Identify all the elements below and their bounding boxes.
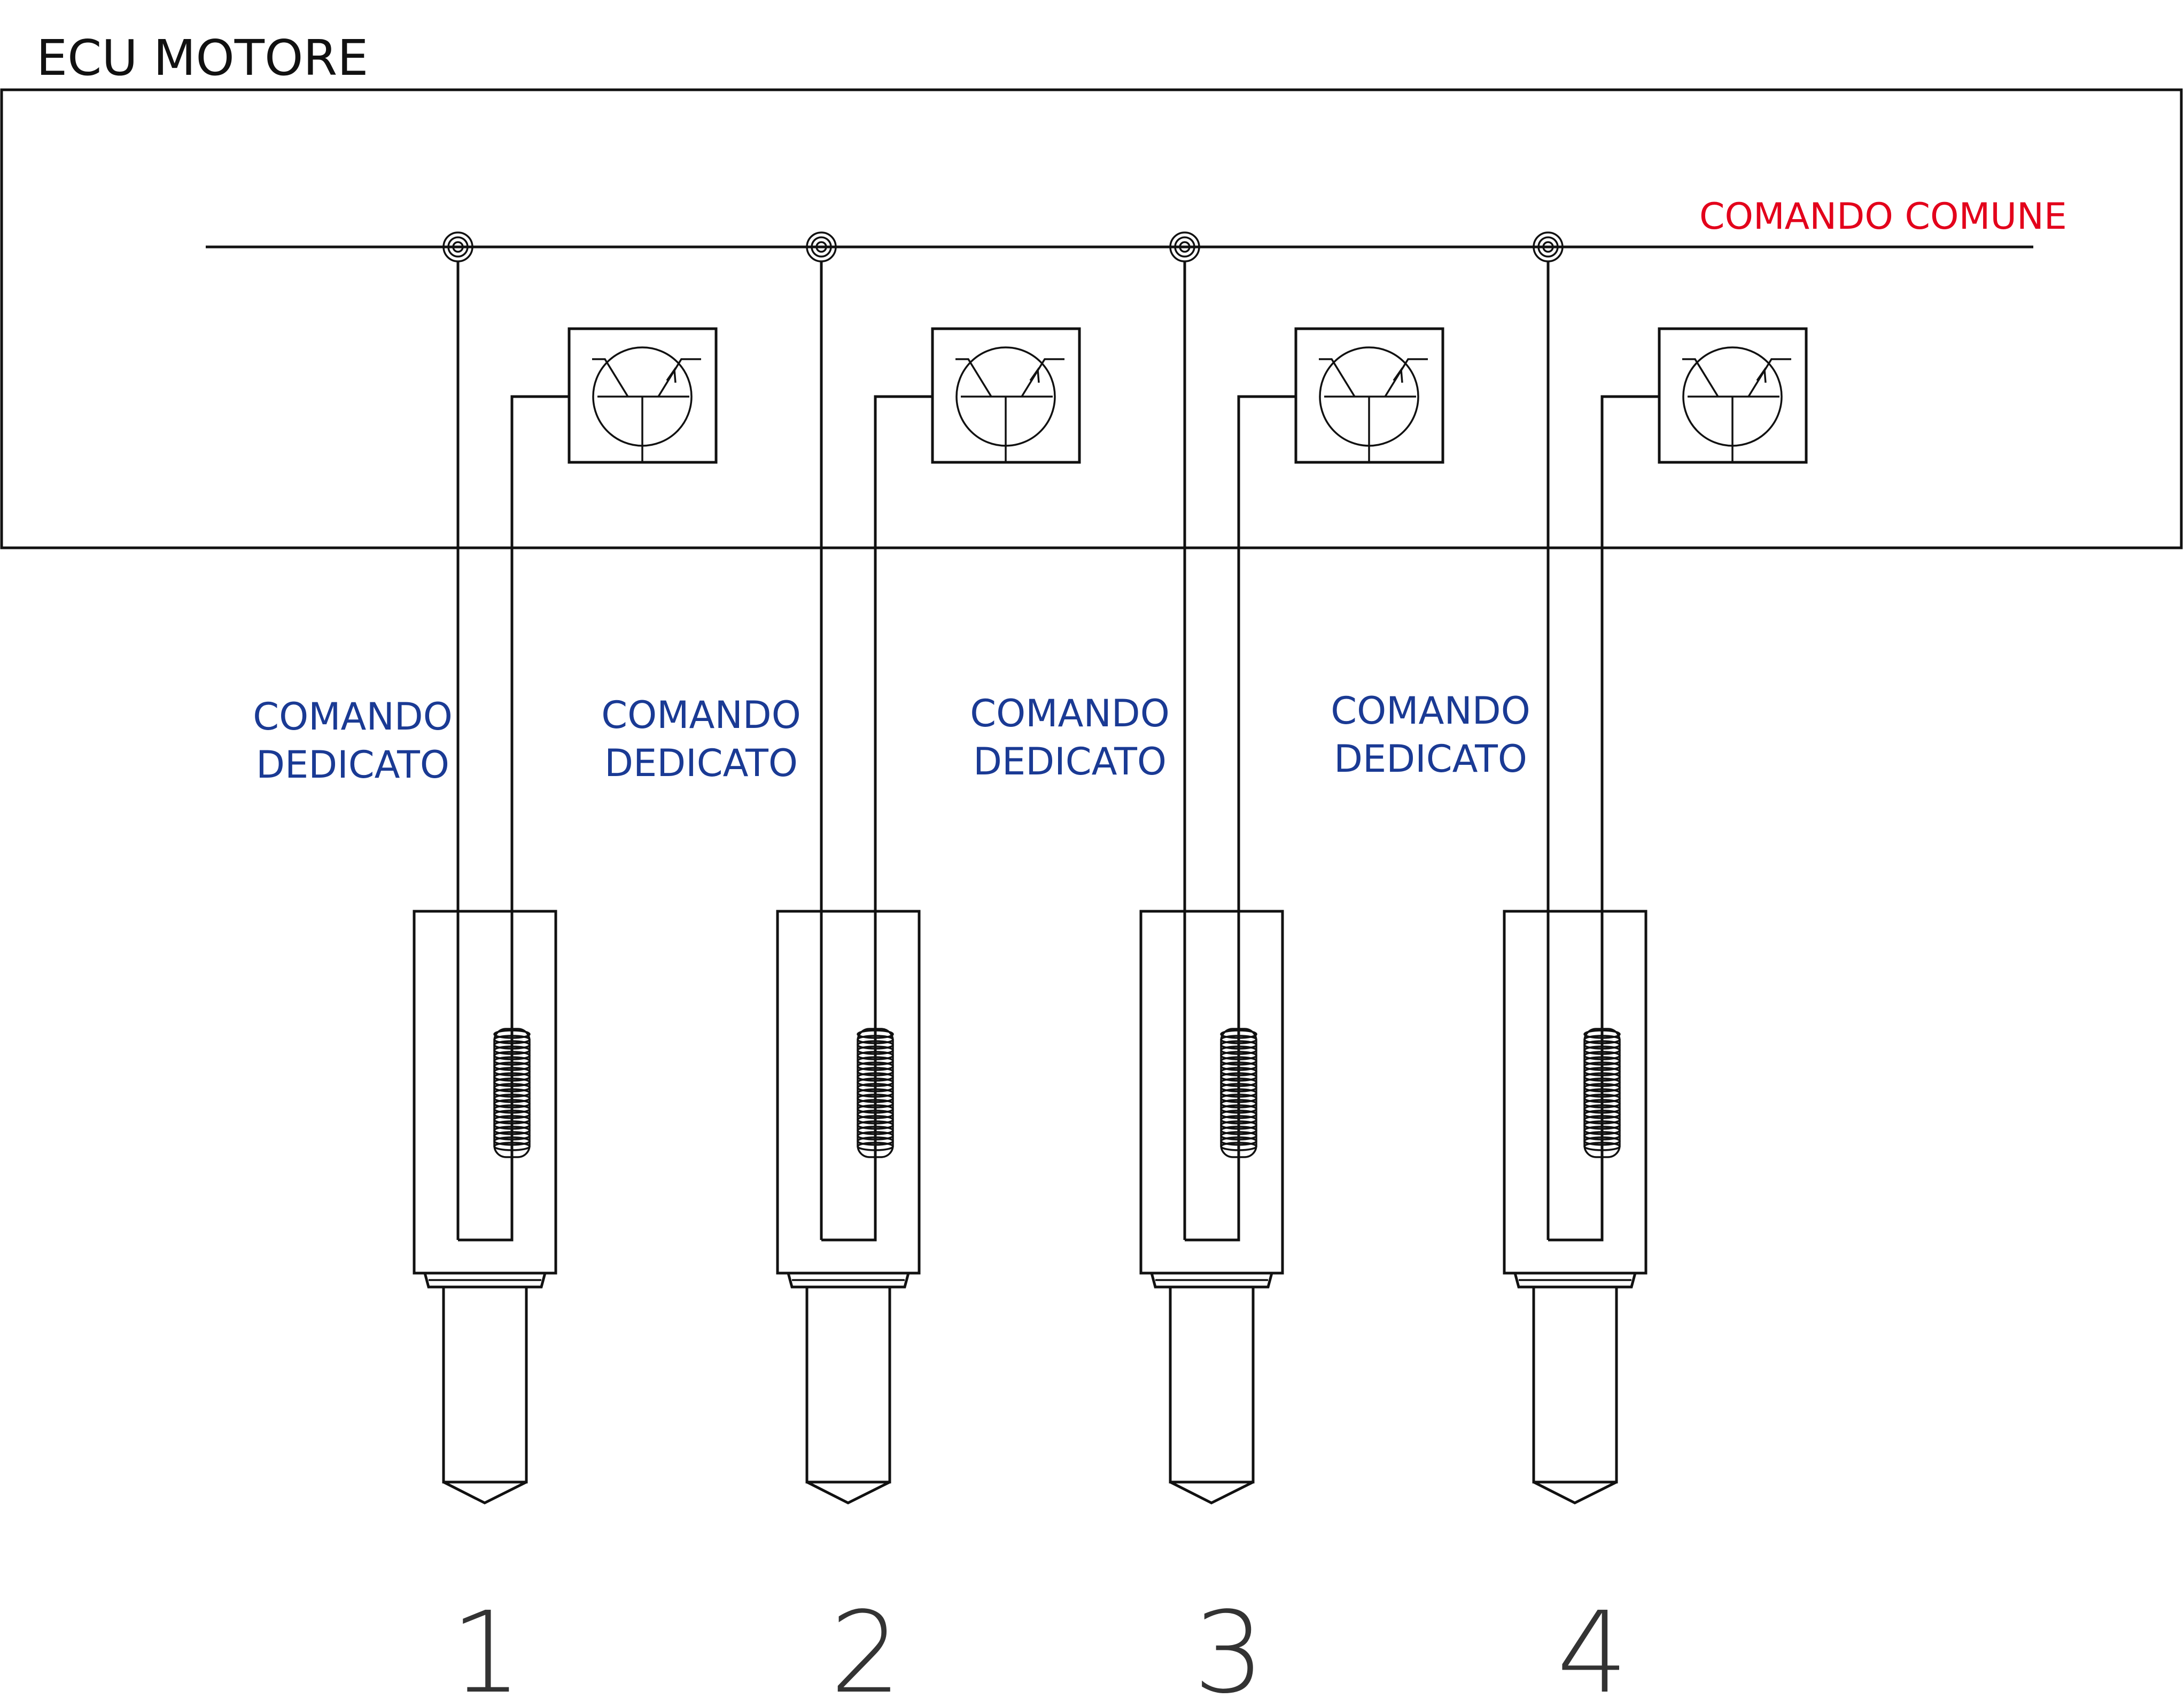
injector-tip xyxy=(1169,1480,1254,1505)
solenoid-coil-outline xyxy=(1220,1028,1257,1158)
injector-tip xyxy=(1533,1480,1618,1505)
dedicated-command-label-2-line1: COMANDO xyxy=(601,693,801,737)
transistor-collector xyxy=(592,358,629,397)
injector-number-2: 2 xyxy=(830,1587,901,1698)
bus-junction-center xyxy=(452,241,464,253)
injector-channel-4 xyxy=(1503,231,1808,1505)
bus-junction-center xyxy=(1542,241,1554,253)
bus-junction-center xyxy=(1179,241,1191,253)
emitter-arrow-icon xyxy=(1029,367,1040,383)
injector-body xyxy=(776,910,921,1275)
transistor-collector xyxy=(1319,358,1356,397)
solenoid-coil-outline xyxy=(1583,1028,1621,1158)
dedicated-wire xyxy=(458,395,569,1242)
injector-tip xyxy=(442,1480,527,1505)
emitter-arrow-icon xyxy=(666,367,677,383)
dedicated-command-label-1-line1: COMANDO xyxy=(253,695,453,739)
common-command-label: COMANDO COMUNE xyxy=(1699,196,2067,238)
emitter-arrow-icon xyxy=(1393,367,1403,383)
solenoid-coil-turn xyxy=(493,1029,531,1039)
emitter-arrow-icon xyxy=(1756,367,1767,383)
bus-junction-ring xyxy=(1174,236,1195,258)
injector-body xyxy=(1503,910,1647,1275)
solenoid-coil-outline xyxy=(857,1028,894,1158)
transistor-collector xyxy=(955,358,992,397)
dedicated-command-label-3-line2: DEDICATO xyxy=(973,740,1167,784)
injector-channel-2 xyxy=(776,231,1081,1505)
transistor-emitter xyxy=(657,358,701,397)
injector-body xyxy=(1139,910,1284,1275)
dedicated-command-label-3-line1: COMANDO xyxy=(970,692,1170,735)
dedicated-wire xyxy=(1185,395,1296,1242)
transistor-collector xyxy=(1682,358,1719,397)
transistor-emitter xyxy=(1021,358,1064,397)
dedicated-command-label-1-line2: DEDICATO xyxy=(256,743,449,787)
injector-channel-3 xyxy=(1139,231,1444,1505)
injector-nozzle xyxy=(1532,1285,1618,1484)
bus-junction-ring xyxy=(1537,236,1559,258)
bus-junction-ring xyxy=(447,236,469,258)
solenoid-coil-turn xyxy=(1220,1029,1257,1039)
injector-number-1: 1 xyxy=(450,1587,522,1698)
transistor-emitter xyxy=(1747,358,1791,397)
injector-nozzle xyxy=(442,1285,528,1484)
bus-junction-center xyxy=(815,241,827,253)
ecu-box xyxy=(0,88,2183,549)
injector-tip xyxy=(806,1480,891,1505)
injector-body xyxy=(413,910,557,1275)
injector-number-3: 3 xyxy=(1193,1587,1265,1698)
solenoid-coil-outline xyxy=(493,1028,531,1158)
injector-nozzle xyxy=(805,1285,891,1484)
bus-junction-ring xyxy=(811,236,832,258)
injector-number-4: 4 xyxy=(1557,1587,1628,1698)
dedicated-command-label-2-line2: DEDICATO xyxy=(604,741,798,785)
solenoid-coil-turn xyxy=(857,1029,894,1039)
dedicated-command-label-4-line1: COMANDO xyxy=(1331,689,1530,733)
ecu-title: ECU MOTORE xyxy=(36,29,368,87)
injector-channel-1 xyxy=(413,231,718,1505)
dedicated-command-label-4-line2: DEDICATO xyxy=(1334,737,1527,781)
solenoid-coil-turn xyxy=(1583,1029,1621,1039)
dedicated-wire xyxy=(821,395,932,1242)
injector-nozzle xyxy=(1169,1285,1255,1484)
dedicated-wire xyxy=(1548,395,1659,1242)
transistor-emitter xyxy=(1384,358,1428,397)
